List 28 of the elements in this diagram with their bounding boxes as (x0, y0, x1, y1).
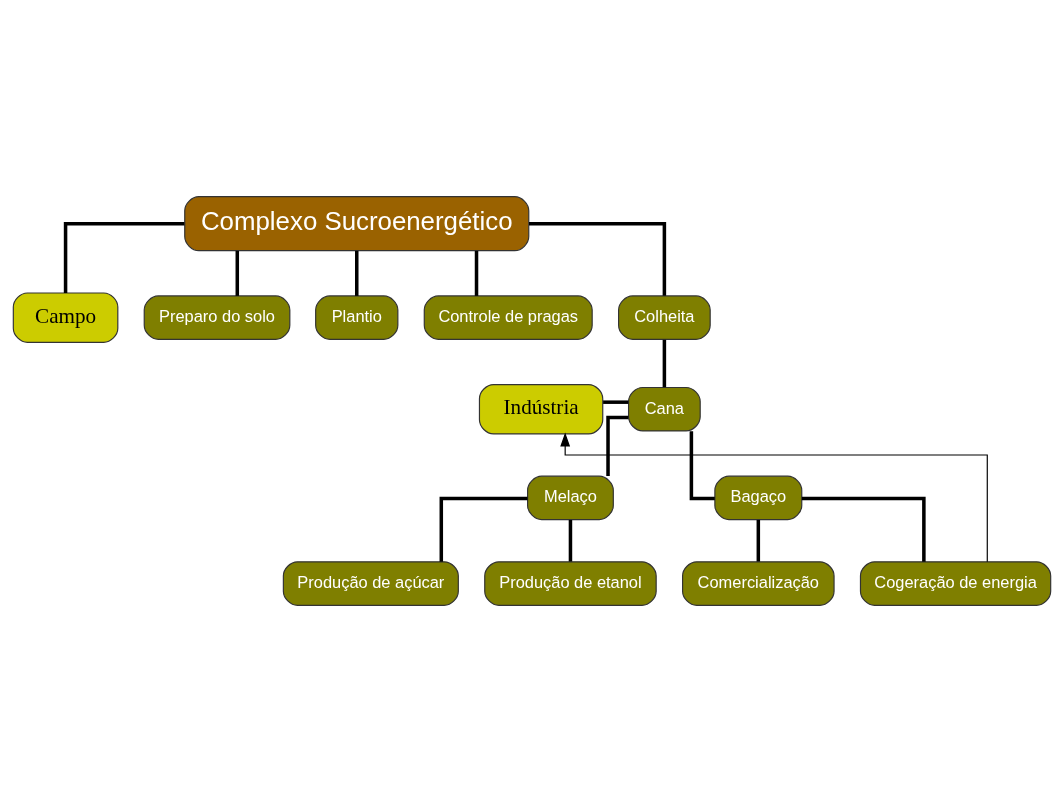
node-box: Indústria (478, 383, 604, 435)
connector (801, 496, 926, 562)
node-box: Produção de etanol (484, 561, 657, 606)
connector (474, 250, 479, 296)
connector (689, 431, 715, 501)
connector (606, 415, 629, 476)
connector (603, 400, 629, 404)
connector (756, 519, 761, 562)
connector (568, 519, 573, 562)
arrow (560, 432, 988, 563)
connector (662, 339, 667, 388)
node-box: Cogeração de energia (859, 561, 1052, 606)
connector (439, 496, 528, 562)
node-box: Cana (628, 386, 701, 432)
connector (529, 221, 667, 296)
node-box: Produção de açúcar (282, 561, 459, 606)
node-box: Melaço (527, 475, 614, 521)
connector (235, 250, 240, 296)
node-box: Plantio (315, 295, 399, 340)
connector (63, 221, 185, 293)
node-box: Campo (12, 292, 119, 343)
connector (355, 250, 359, 296)
node-box: Controle de pragas (423, 295, 593, 340)
node-box: Complexo Sucroenergético (184, 196, 530, 252)
node-box: Colheita (618, 295, 711, 340)
node-box: Preparo do solo (143, 295, 291, 340)
node-box: Bagaço (714, 475, 803, 521)
node-box: Comercialização (682, 561, 835, 606)
